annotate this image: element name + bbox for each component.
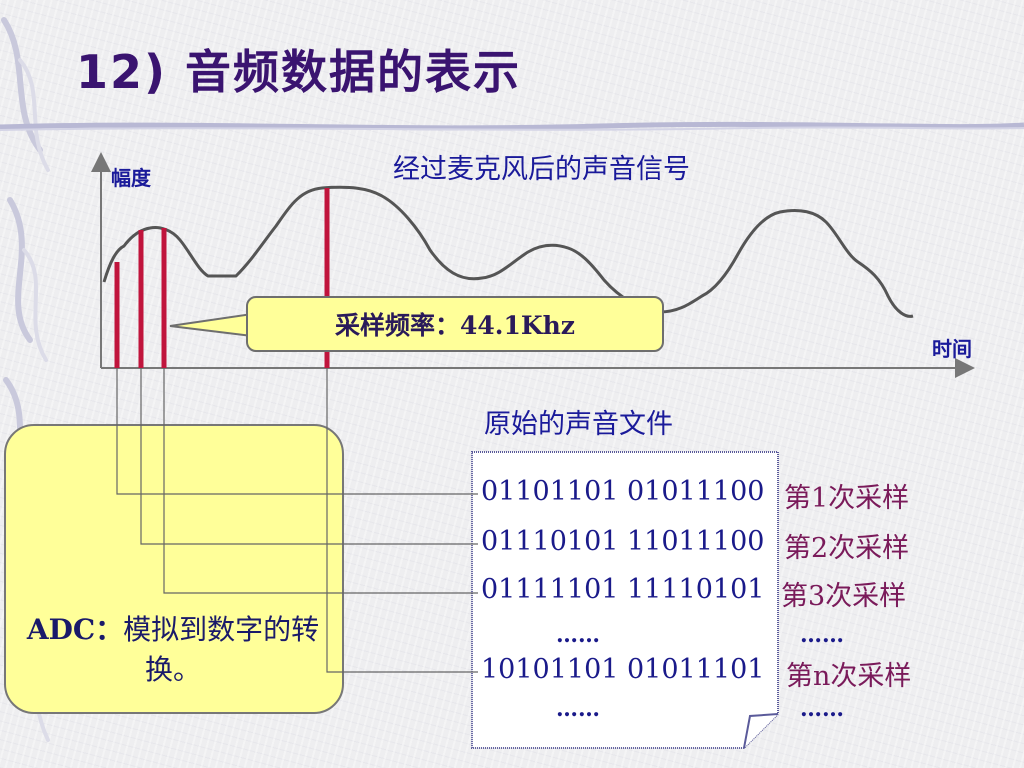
adc-description: ADC：模拟到数字的转换。 (18, 610, 328, 690)
sample-bits-1: 01101101 01011100 (481, 476, 765, 507)
signal-title: 经过麦克风后的声音信号 (393, 154, 690, 185)
connector-2 (140, 368, 478, 545)
connector-3 (163, 368, 478, 594)
adc-box (4, 424, 344, 714)
ellipsis-label-2: …… (800, 696, 844, 722)
sample-bits-3: 01111101 11110101 (481, 574, 765, 605)
sample-label-n: 第n次采样 (786, 661, 912, 692)
sample-label-3: 第3次采样 (781, 581, 907, 612)
sample-bits-n: 10101101 01011101 (481, 654, 765, 685)
sample-bits-2: 01110101 11011100 (481, 526, 765, 557)
y-axis-label: 幅度 (111, 166, 151, 190)
sampling-rate-callout: 采样频率：44.1Khz (246, 296, 664, 352)
adc-rest: 模拟到数字的转换。 (123, 613, 320, 686)
x-axis-label: 时间 (932, 337, 972, 361)
connector-1 (116, 368, 478, 495)
slide-title: 12) 音频数据的表示 (76, 45, 522, 99)
sound-file-document (471, 451, 779, 749)
sound-file-title: 原始的声音文件 (484, 409, 673, 440)
audio-waveform (102, 185, 914, 318)
ellipsis-bits-1: …… (556, 622, 600, 648)
ellipsis-bits-2: …… (556, 696, 600, 722)
ellipsis-label-1: …… (800, 622, 844, 648)
sampling-rate-text: 采样频率：44.1Khz (335, 311, 575, 340)
title-underline (0, 121, 1024, 131)
adc-prefix: ADC： (26, 613, 124, 646)
sample-label-1: 第1次采样 (784, 483, 910, 514)
callout-pointer (169, 312, 253, 338)
sample-label-2: 第2次采样 (784, 533, 910, 564)
connector-n (326, 368, 478, 673)
